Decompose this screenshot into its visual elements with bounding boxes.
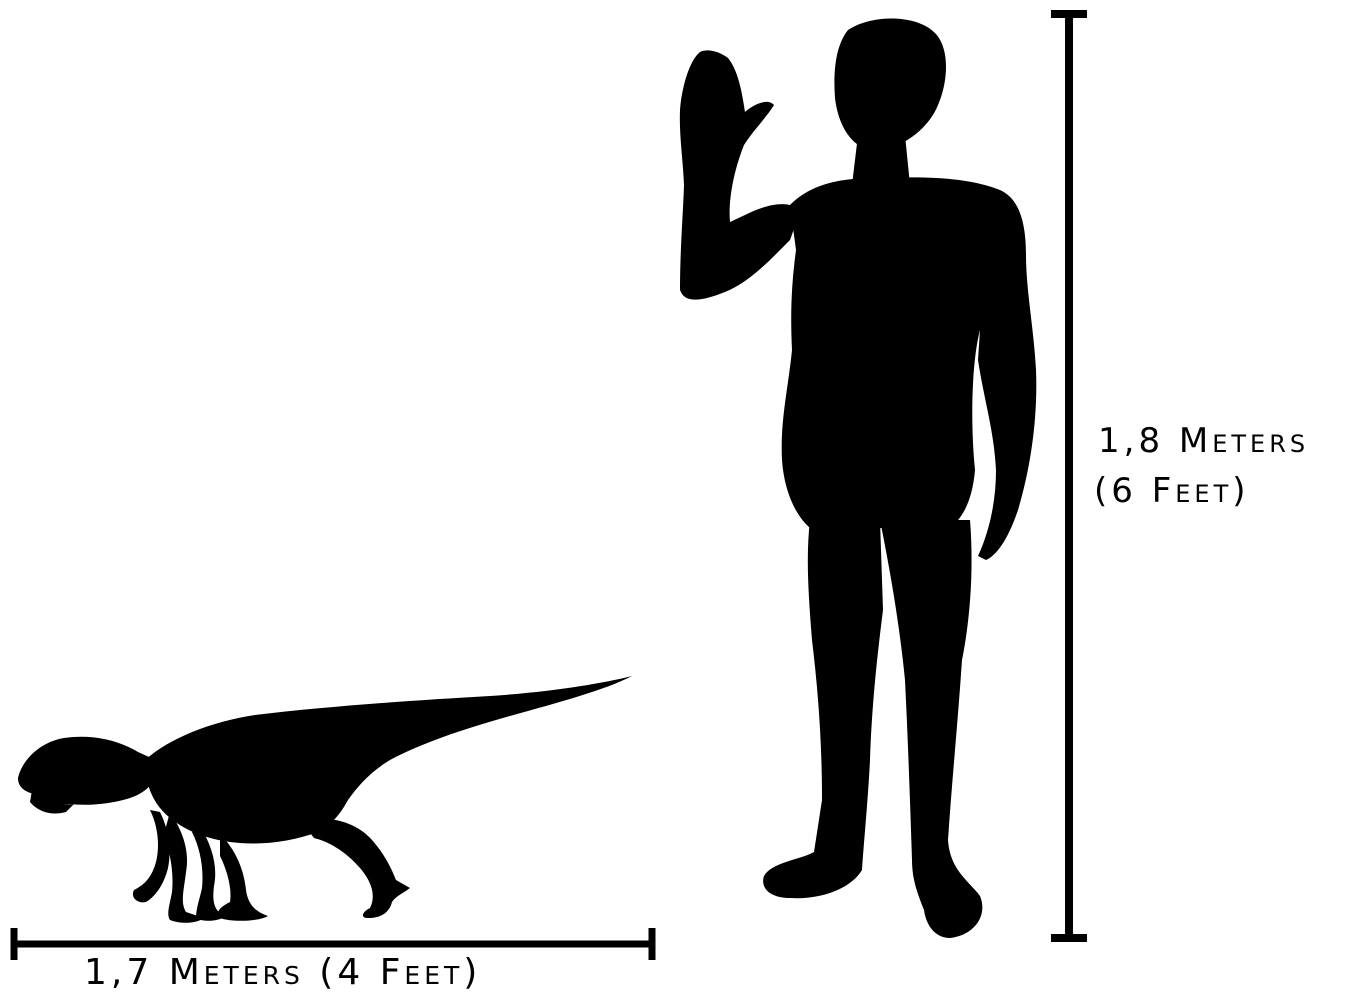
dinosaur-length-label: 1,7 Meters (4 Feet) xyxy=(84,955,481,991)
dinosaur-silhouette-icon xyxy=(18,676,632,923)
human-silhouette-icon xyxy=(680,18,1036,938)
human-height-label-meters: 1,8 Meters xyxy=(1098,424,1309,458)
human-height-scale-bar xyxy=(1051,14,1087,938)
human-height-label-feet: (6 Feet) xyxy=(1094,474,1250,508)
